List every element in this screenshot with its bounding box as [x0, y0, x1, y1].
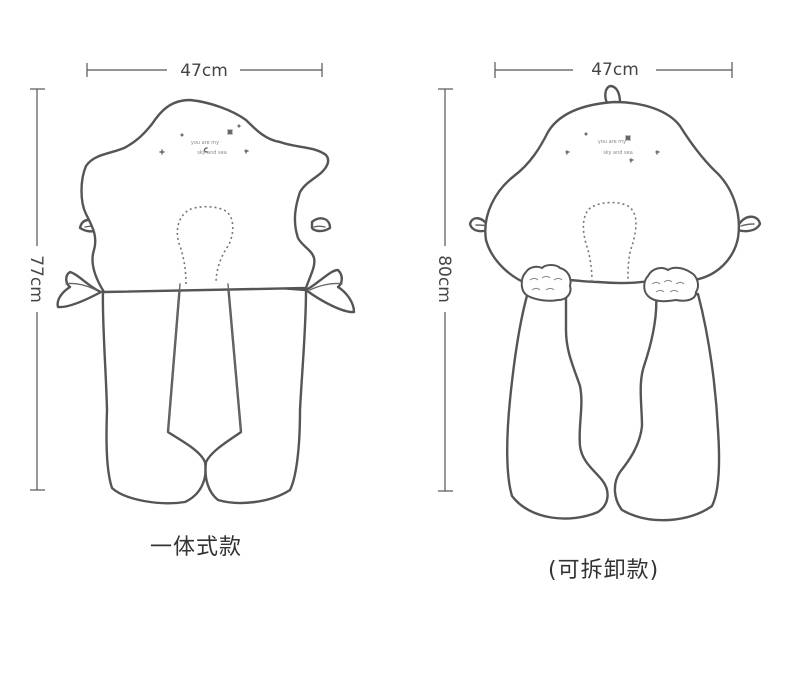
- right-leg-left: [506, 290, 609, 520]
- right-width-label: 47cm: [591, 60, 639, 80]
- left-ear-right: [310, 217, 332, 233]
- left-leg-left: [101, 282, 207, 505]
- left-wing-right: [304, 268, 356, 314]
- svg-text:you are my: you are my: [191, 140, 219, 146]
- svg-text:sky and sea: sky and sea: [603, 150, 633, 156]
- right-leg-right: [613, 292, 721, 522]
- left-wing-left: [56, 270, 103, 309]
- right-product: 47cm 80cm: [434, 60, 762, 522]
- right-fluff-left: [520, 264, 572, 302]
- right-fluff-right: [643, 266, 699, 303]
- left-width-dimension: 47cm: [86, 61, 323, 81]
- left-height-label: 77cm: [26, 255, 46, 303]
- svg-text:sky and sea: sky and sea: [197, 150, 227, 156]
- left-head: [80, 98, 330, 294]
- caption-integrated-style: 一体式款: [150, 535, 243, 560]
- left-leg-right: [204, 282, 308, 505]
- right-height-label: 80cm: [434, 255, 454, 303]
- left-product: 47cm 77cm you are my: [26, 61, 356, 505]
- right-width-dimension: 47cm: [494, 60, 733, 80]
- right-head: [484, 100, 741, 286]
- left-embroidery: you are my sky and sea: [159, 124, 249, 156]
- left-height-dimension: 77cm: [26, 88, 46, 491]
- right-dotted-neck: [582, 201, 637, 283]
- right-embroidery: you are my sky and sea: [565, 132, 660, 163]
- svg-text:you are my: you are my: [598, 139, 626, 145]
- left-width-label: 47cm: [180, 61, 228, 81]
- left-dotted-neck: [176, 205, 234, 285]
- right-height-dimension: 80cm: [434, 88, 454, 492]
- right-top-tag: [604, 84, 622, 105]
- caption-detachable-style: (可拆卸款): [548, 558, 660, 583]
